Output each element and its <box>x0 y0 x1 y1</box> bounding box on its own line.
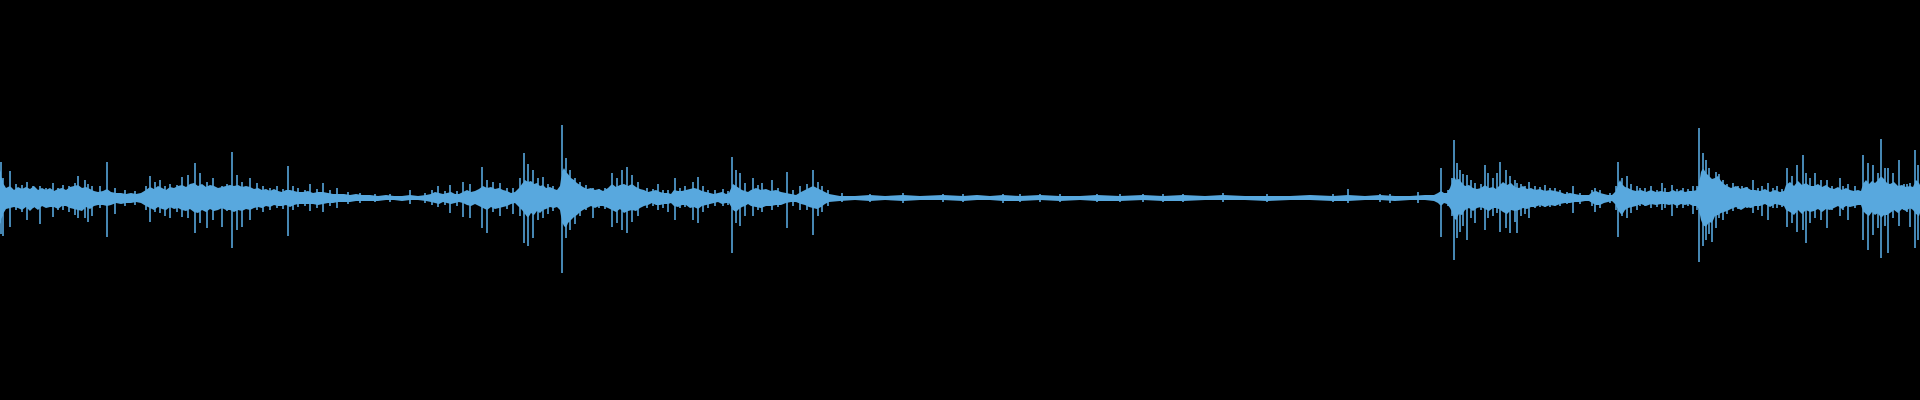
waveform-graphic <box>0 125 1920 273</box>
